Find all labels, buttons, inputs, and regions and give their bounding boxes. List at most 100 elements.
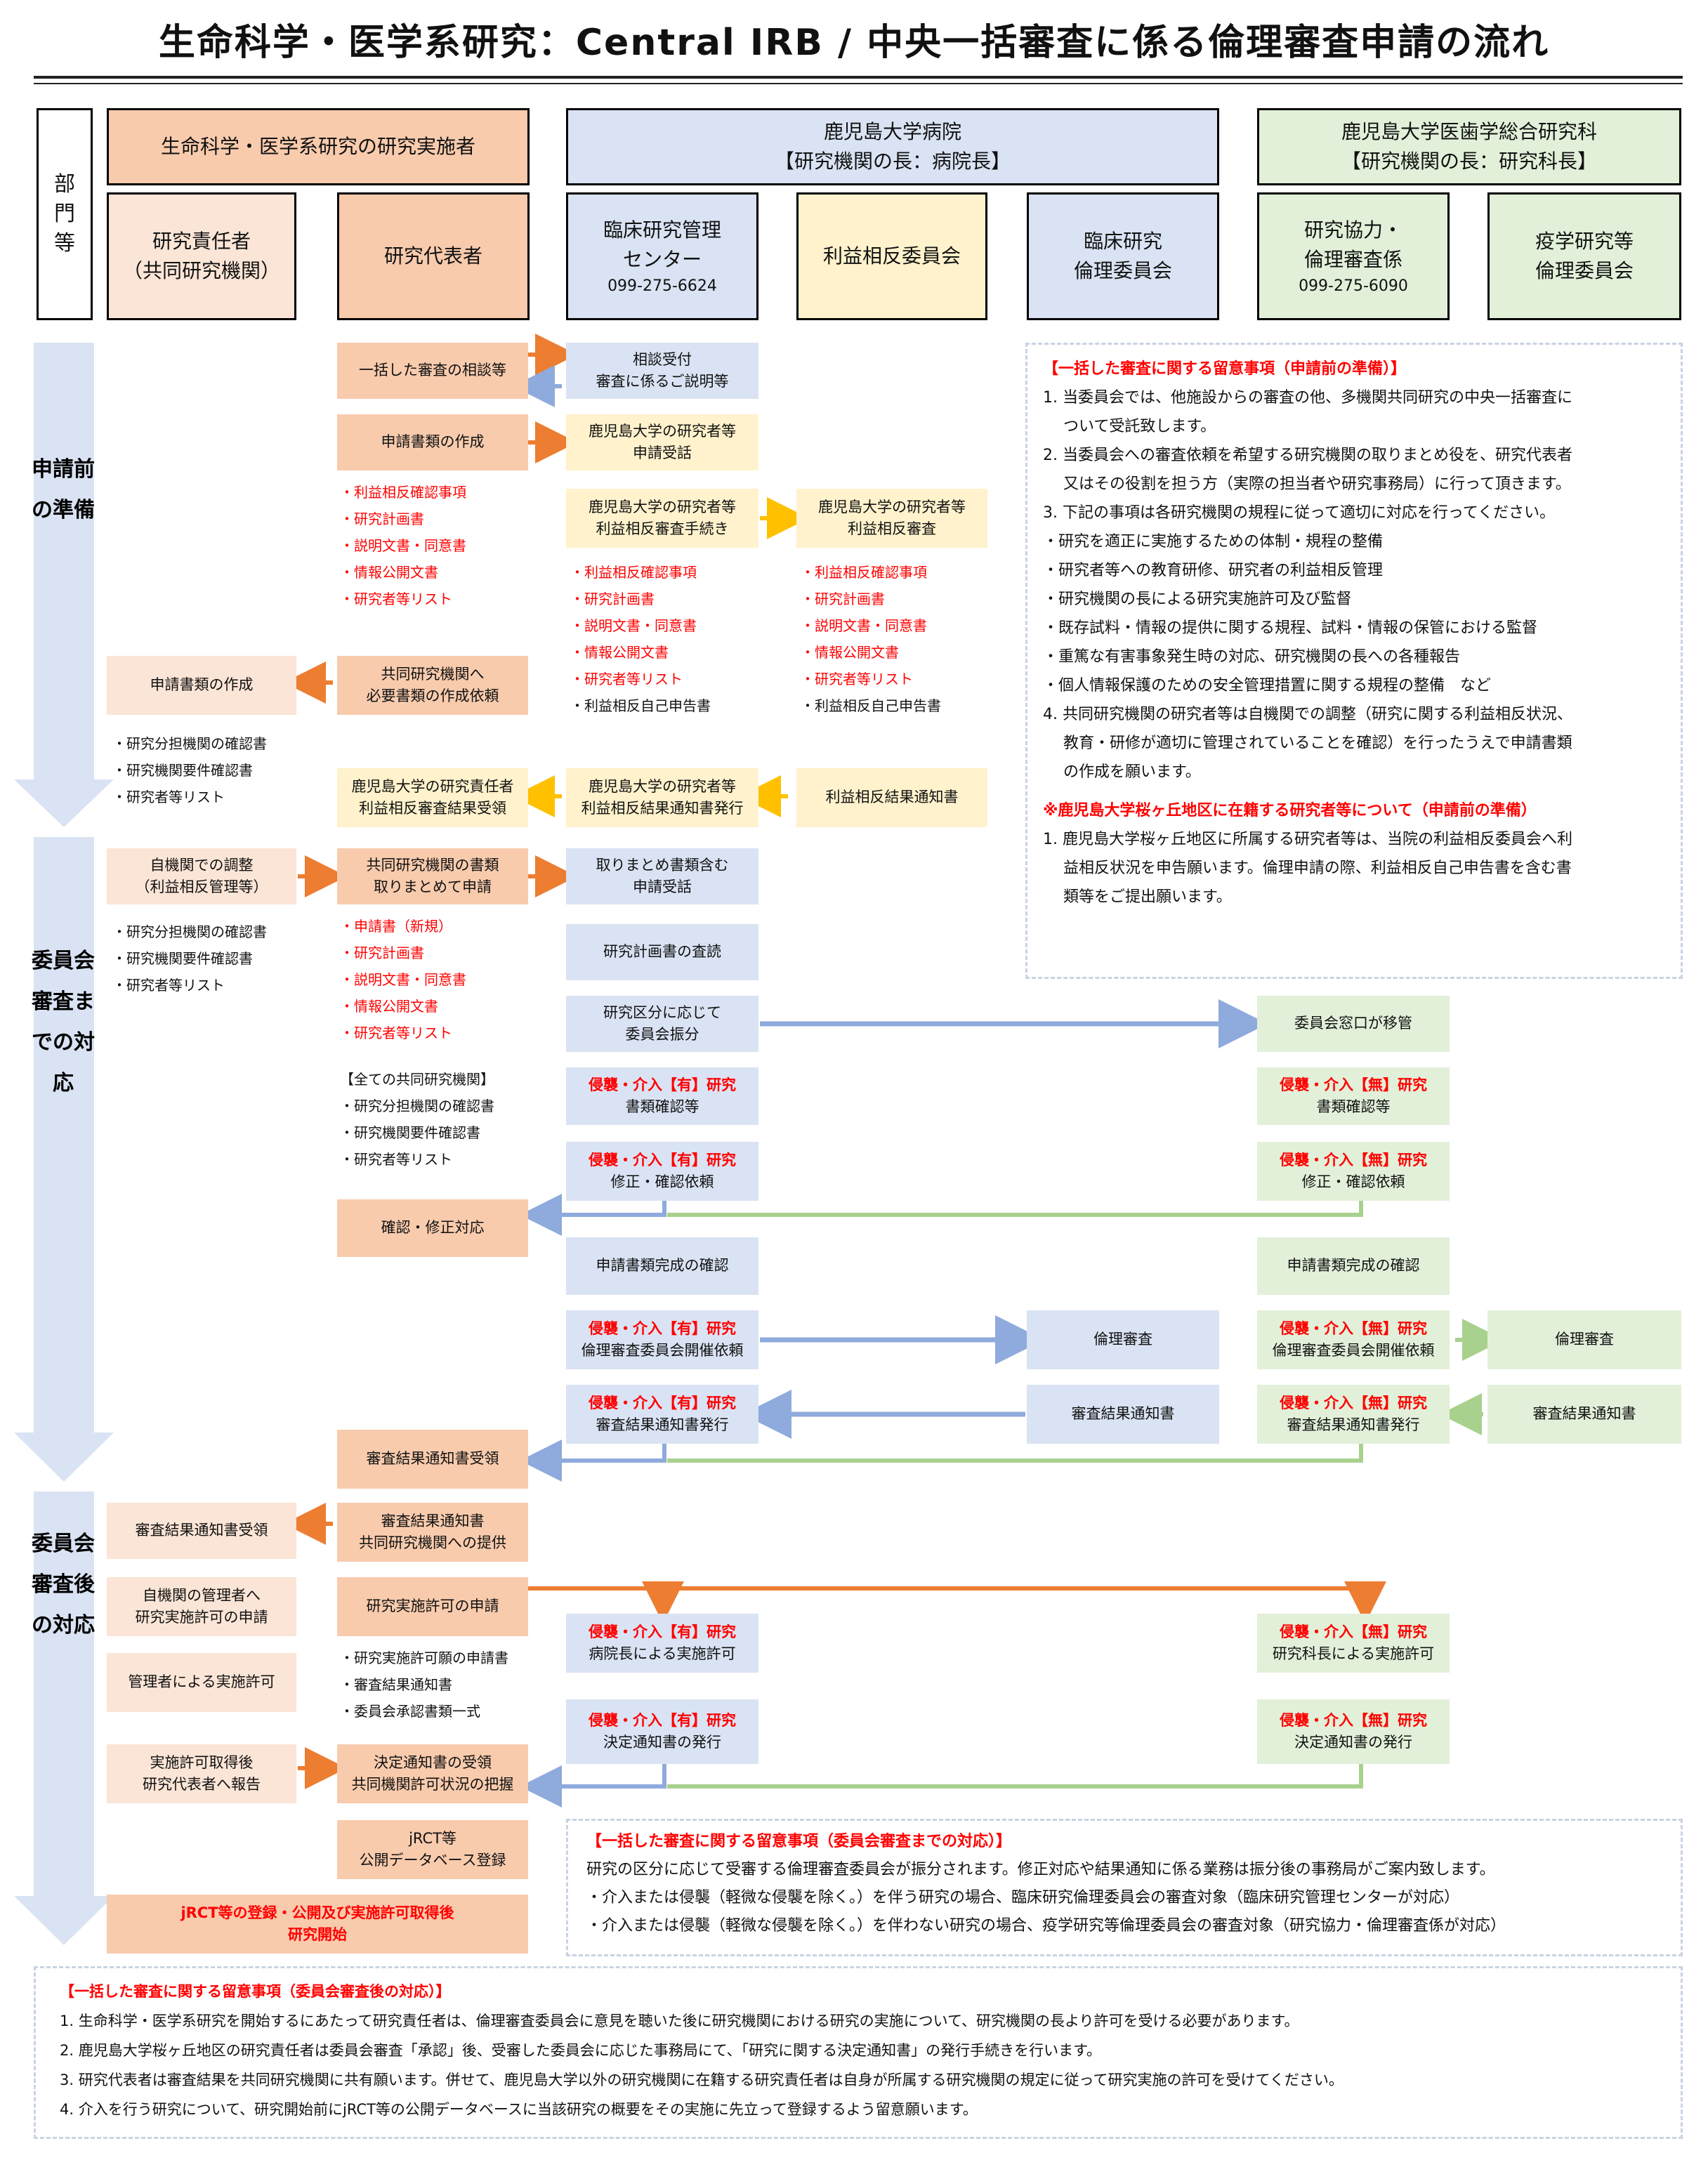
list-item: ・研究者等リスト xyxy=(801,671,913,687)
box-report-rep-l1: 実施許可取得後 xyxy=(150,1753,254,1771)
box-result-recv-pi: 審査結果通知書受領 xyxy=(107,1503,296,1559)
list-item: ・説明文書・同意書 xyxy=(570,617,697,634)
note-line: 類等をご提出願います。 xyxy=(1043,888,1232,906)
list-item: ・研究機関要件確認書 xyxy=(112,762,253,779)
box-request-docs-l2: 必要書類の作成依頼 xyxy=(366,687,499,704)
arrow-fix-back xyxy=(520,1194,666,1236)
note-line: ・既存試料・情報の提供に関する規程、試料・情報の保管における監督 xyxy=(1043,619,1538,637)
box-coi-review: 鹿児島大学の研究者等 利益相反審査 xyxy=(796,489,987,548)
list-item: ・利益相反確認事項 xyxy=(340,484,466,501)
list-item: ・研究計画書 xyxy=(570,591,655,607)
col-irb-title: 臨床研究 xyxy=(1083,230,1162,253)
group-graduate-name: 鹿児島大学医歯学総合研究科 xyxy=(1341,120,1597,143)
col-irb: 臨床研究 倫理委員会 xyxy=(1027,192,1219,320)
list-rep-docs-1: ・利益相反確認事項 ・研究計画書 ・説明文書・同意書 ・情報公開文書 ・研究者等… xyxy=(340,479,466,612)
box-inv-no-meet-label: 侵襲・介入【無】研究 xyxy=(1280,1319,1427,1337)
box-inv-yes-decision: 侵襲・介入【有】研究 決定通知書の発行 xyxy=(566,1699,758,1764)
list-item: ・研究計画書 xyxy=(340,944,424,961)
box-ethics-review-left: 倫理審査 xyxy=(1027,1310,1219,1369)
note-during-title: 【一括した審査に関する留意事項（委員会審査までの対応）】 xyxy=(586,1833,1012,1850)
box-inv-no-fix: 侵襲・介入【無】研究 修正・確認依頼 xyxy=(1257,1142,1450,1201)
box-inv-no-decision-label: 侵襲・介入【無】研究 xyxy=(1280,1711,1427,1729)
col-epi: 疫学研究等 倫理委員会 xyxy=(1487,192,1681,320)
box-inv-yes-permit: 侵襲・介入【有】研究 病院長による実施許可 xyxy=(566,1614,758,1673)
list-item: ・研究分担機関の確認書 xyxy=(112,923,267,940)
box-self-adjust-l1: 自機関での調整 xyxy=(150,856,254,874)
box-own-admin-l1: 自機関の管理者へ xyxy=(143,1586,261,1604)
note-pre-title2: ※鹿児島大学桜ヶ丘地区に在籍する研究者等について（申請前の準備） xyxy=(1043,802,1537,819)
list-item: ・情報公開文書 xyxy=(801,644,899,661)
box-consult-recv-l2: 審査に係るご説明等 xyxy=(596,373,729,390)
box-bundle-recv-l2: 申請受話 xyxy=(633,878,692,895)
phase-band-pre xyxy=(14,343,114,827)
box-inv-no-permit: 侵襲・介入【無】研究 研究科長による実施許可 xyxy=(1257,1614,1450,1673)
phase-band-during xyxy=(14,837,114,1482)
box-coi-notice-issue-l2: 利益相反結果通知書発行 xyxy=(581,800,744,817)
list-rep-docs-2: ・申請書（新規） ・研究計画書 ・説明文書・同意書 ・情報公開文書 ・研究者等リ… xyxy=(340,913,466,1046)
box-inv-yes-meet-label: 侵襲・介入【有】研究 xyxy=(589,1319,736,1337)
group-researchers: 生命科学・医学系研究の研究実施者 xyxy=(107,108,530,185)
list-rep-docs-3: 【全ての共同研究機関】 ・研究分担機関の確認書 ・研究機関要件確認書 ・研究者等… xyxy=(340,1066,494,1173)
list-item: ・研究者等リスト xyxy=(340,1025,452,1041)
note-line: ・重篤な有害事象発生時の対応、研究機関の長への各種報告 xyxy=(1043,648,1461,666)
box-request-docs-l1: 共同研究機関へ xyxy=(381,665,485,683)
note-line: 益相反状況を申告願います。倫理申請の際、利益相反自己申告書を含む書 xyxy=(1043,860,1572,877)
page-title: 生命科学・医学系研究：Central IRB / 中央一括審査に係る倫理審査申請… xyxy=(158,22,1550,64)
note-pre: 【一括した審査に関する留意事項（申請前の準備）】 1. 当委員会では、他施設から… xyxy=(1025,343,1683,979)
box-assign: 研究区分に応じて 委員会振分 xyxy=(566,996,758,1052)
box-assign-l2: 委員会振分 xyxy=(625,1026,699,1043)
note-line: ついて受託致します。 xyxy=(1043,418,1216,435)
list-item: ・情報公開文書 xyxy=(340,564,438,581)
box-jrct: jRCT等 公開データベース登録 xyxy=(337,1820,528,1879)
box-inv-yes-meet-l2: 倫理審査委員会開催依頼 xyxy=(581,1342,744,1359)
note-line: 2. 当委員会への審査依頼を希望する研究機関の取りまとめ役を、研究代表者 xyxy=(1043,447,1572,464)
box-decision-recv-l2: 共同機関許可状況の把握 xyxy=(351,1776,514,1793)
box-inv-yes-fix-label: 侵襲・介入【有】研究 xyxy=(589,1151,736,1168)
note-line: 1. 当委員会では、他施設からの審査の他、多機関共同研究の中央一括審査に xyxy=(1043,389,1572,407)
box-coi-review-l2: 利益相反審査 xyxy=(848,520,936,537)
list-item: ・研究分担機関の確認書 xyxy=(112,735,267,752)
box-coi-result-recv-l1: 鹿児島大学の研究責任者 xyxy=(351,777,514,795)
box-inv-yes-check-l2: 書類確認等 xyxy=(625,1098,699,1115)
note-line: 教育・研修が適切に管理されていることを確認）を行ったうえで申請書類 xyxy=(1043,735,1572,752)
list-item: ・利益相反確認事項 xyxy=(570,564,697,581)
box-consult-recv-l1: 相談受付 xyxy=(633,350,692,368)
box-result-notice-left: 審査結果通知書 xyxy=(1027,1385,1219,1444)
box-inv-yes-check: 侵襲・介入【有】研究 書類確認等 xyxy=(566,1067,758,1125)
col-epi-title: 疫学研究等 xyxy=(1535,230,1634,253)
group-hospital: 鹿児島大学病院 【研究機関の長：病院長】 xyxy=(566,108,1219,185)
box-inv-no-check-l2: 書類確認等 xyxy=(1316,1098,1391,1115)
box-bundle-apply-l1: 共同研究機関の書類 xyxy=(366,856,499,874)
box-inv-yes-permit-label: 侵襲・介入【有】研究 xyxy=(589,1623,736,1640)
col-coop-phone: 099-275-6090 xyxy=(1299,277,1408,295)
list-item: ・研究機関要件確認書 xyxy=(340,1124,480,1141)
group-graduate-head: 【研究機関の長：研究科長】 xyxy=(1341,150,1597,173)
box-admin-permit: 管理者による実施許可 xyxy=(107,1653,296,1712)
box-result-notice-right: 審査結果通知書 xyxy=(1487,1385,1681,1444)
list-item: ・研究分担機関の確認書 xyxy=(340,1098,494,1114)
box-kagoshima-recv-l2: 申請受話 xyxy=(633,444,692,461)
box-jrct-l1: jRCT等 xyxy=(409,1829,456,1847)
note-line: 3. 下記の事項は各研究機関の規程に従って適切に対応を行ってください。 xyxy=(1043,504,1556,522)
box-inv-no-meet-l2: 倫理審査委員会開催依頼 xyxy=(1272,1342,1435,1359)
box-inv-yes-fix-l2: 修正・確認依頼 xyxy=(610,1173,714,1190)
box-inv-no-result-l2: 審査結果通知書発行 xyxy=(1287,1416,1420,1433)
box-inv-no-permit-label: 侵襲・介入【無】研究 xyxy=(1280,1623,1427,1640)
box-pi-make-docs: 申請書類の作成 xyxy=(107,656,296,715)
list-item: ・情報公開文書 xyxy=(570,644,669,661)
col-center: 臨床研究管理 センター 099-275-6624 xyxy=(566,192,758,320)
note-line: ・介入または侵襲（軽微な侵襲を除く。）を伴わない研究の場合、疫学研究等倫理委員会… xyxy=(586,1917,1506,1935)
box-inv-no-permit-l2: 研究科長による実施許可 xyxy=(1272,1645,1435,1662)
box-consult-recv: 相談受付 審査に係るご説明等 xyxy=(566,343,758,399)
list-item: ・研究者等リスト xyxy=(570,671,683,687)
note-during: 【一括した審査に関する留意事項（委員会審査までの対応）】 研究の区分に応じて受審… xyxy=(566,1819,1683,1956)
col-irb-title2: 倫理委員会 xyxy=(1073,259,1172,282)
note-line: の作成を願います。 xyxy=(1043,763,1201,781)
box-consult: 一括した審査の相談等 xyxy=(337,343,528,399)
note-line: 又はその役割を担う方（実際の担当者や研究事務局）に行って頂きます。 xyxy=(1043,475,1571,493)
phase-label-pre: 申請前の準備 xyxy=(32,457,95,522)
note-line: ・研究を適正に実施するための体制・規程の整備 xyxy=(1043,533,1384,551)
col-coop: 研究協力・ 倫理審査係 099-275-6090 xyxy=(1257,192,1450,320)
col-center-title: 臨床研究管理 xyxy=(603,218,721,242)
